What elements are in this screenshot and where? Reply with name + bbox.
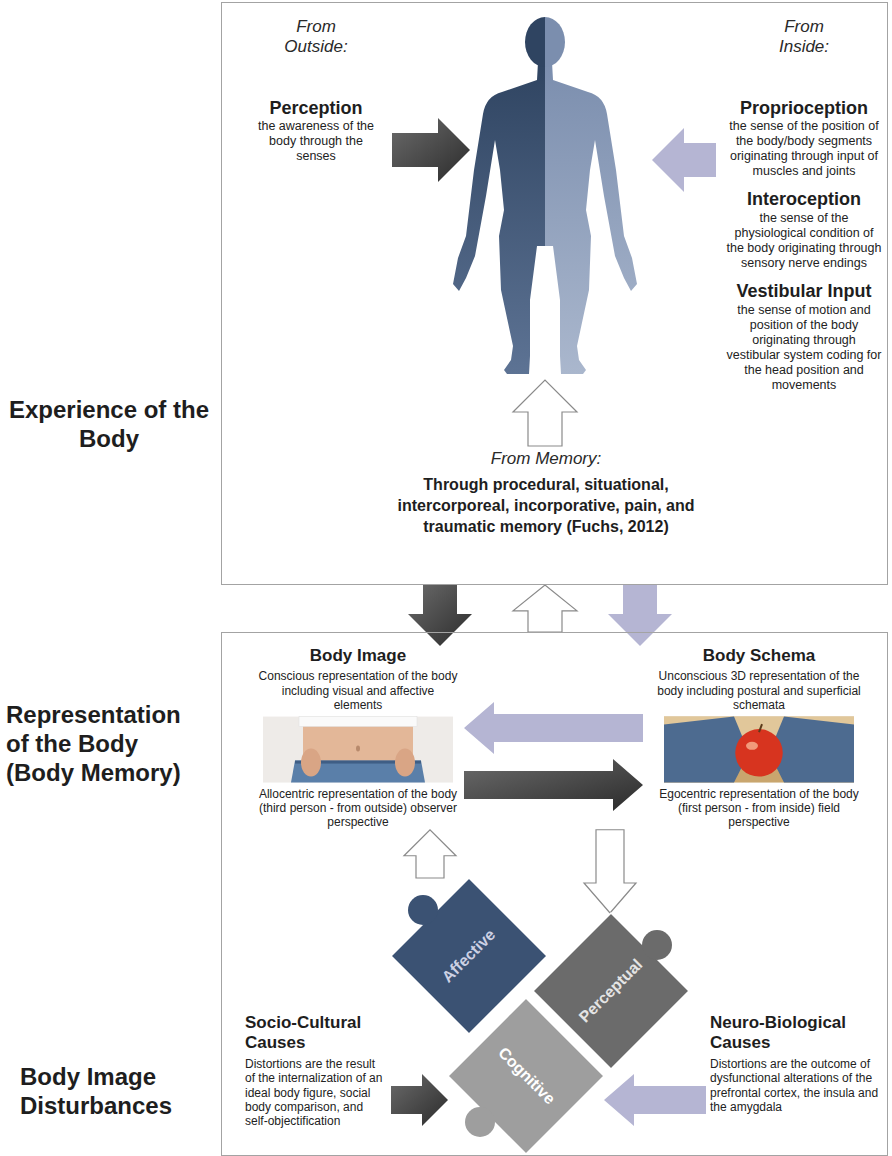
section-panel: Representation of the Body (Body Memory)… <box>221 632 888 1156</box>
puzzle-knob <box>465 1107 495 1137</box>
section-label: From Outside: <box>271 17 361 58</box>
figure-arrows <box>392 118 716 446</box>
block-arrow <box>608 585 672 646</box>
block-heading: Socio-Cultural Causes <box>245 1013 387 1054</box>
block-arrow <box>408 585 472 646</box>
memory-text: Through procedural, situational, interco… <box>385 475 707 537</box>
row-heading: Experience of the Body <box>6 396 212 454</box>
photo-apple-stem <box>759 724 762 732</box>
photo-ground <box>263 717 453 783</box>
term-definition: the sense of motion and position of the … <box>726 303 882 393</box>
term-heading: Interoception <box>726 189 882 211</box>
photo <box>263 717 453 783</box>
puzzle-piece: Cognitive <box>448 998 604 1154</box>
perception-arrow <box>392 118 470 182</box>
figure-left-half <box>453 62 545 374</box>
row-heading: Representation of the Body (Body Memory) <box>6 701 198 787</box>
section-label: From Inside: <box>759 17 849 58</box>
photo <box>664 717 854 783</box>
photo-hand <box>395 749 415 777</box>
section-label: From Memory: <box>385 449 707 469</box>
block-description: Distortions are the result of the intern… <box>245 1057 387 1129</box>
block-description: Unconscious 3D representation of the bod… <box>647 669 871 712</box>
block-arrow <box>604 1074 706 1126</box>
block-description: Distortions are the outcome of dysfuncti… <box>710 1057 880 1115</box>
block-heading: Neuro-Biological Causes <box>710 1013 880 1054</box>
text-group: From Memory: Through procedural, situatio… <box>381 449 711 538</box>
text-group: Body SchemaUnconscious 3D representation… <box>643 646 875 830</box>
photo-navel <box>356 746 360 752</box>
block-arrow <box>464 702 643 754</box>
block-arrow <box>584 830 636 913</box>
text-group: Body ImageConscious representation of th… <box>252 646 464 830</box>
figure-head-right <box>545 17 565 67</box>
term-heading: Vestibular Input <box>726 281 882 303</box>
photo-apple-highlight <box>746 742 758 750</box>
figure-right-half <box>545 62 637 374</box>
photo-hand <box>301 749 321 777</box>
puzzle-knob <box>408 895 438 925</box>
photo-frame <box>263 717 453 783</box>
photo-top <box>299 717 417 727</box>
term-definition: the sense of the position of the body/bo… <box>726 119 882 179</box>
block-description: Allocentric representation of the body (… <box>256 787 460 830</box>
photo-ground <box>664 717 854 783</box>
inside-arrow <box>652 128 716 192</box>
block-heading: Body Schema <box>647 646 871 666</box>
section-panel: Experience of the BodyFrom Outside:Perce… <box>221 2 888 585</box>
term-definition: the awareness of the body through the se… <box>250 119 382 164</box>
block-description: Conscious representation of the body inc… <box>256 669 460 712</box>
term-heading: Proprioception <box>726 98 882 120</box>
block-arrow <box>391 1074 448 1126</box>
row-heading: Body Image Disturbances <box>20 1063 216 1121</box>
puzzle-knob <box>642 930 672 960</box>
term-heading: Perception <box>250 98 382 120</box>
block-arrow <box>513 585 577 632</box>
memory-arrow <box>513 380 577 446</box>
block-arrow <box>464 759 643 811</box>
term-definition: the sense of the physiological condition… <box>726 211 882 271</box>
block-heading: Body Image <box>256 646 460 666</box>
text-group: From Outside: Perceptionthe awareness of … <box>246 17 386 164</box>
puzzle-body <box>448 998 604 1154</box>
photo-apple <box>735 729 783 777</box>
text-group: Socio-Cultural CausesDistortions are the… <box>241 1013 391 1129</box>
block-description: Egocentric representation of the body (f… <box>647 787 871 830</box>
figure-head-left <box>525 17 545 67</box>
photo-frame <box>664 717 854 783</box>
text-group: Neuro-Biological CausesDistortions are t… <box>706 1013 884 1114</box>
block-arrow <box>404 830 456 878</box>
human-figure <box>453 17 637 374</box>
text-group: From Inside:Proprioceptionthe sense of t… <box>722 17 886 393</box>
